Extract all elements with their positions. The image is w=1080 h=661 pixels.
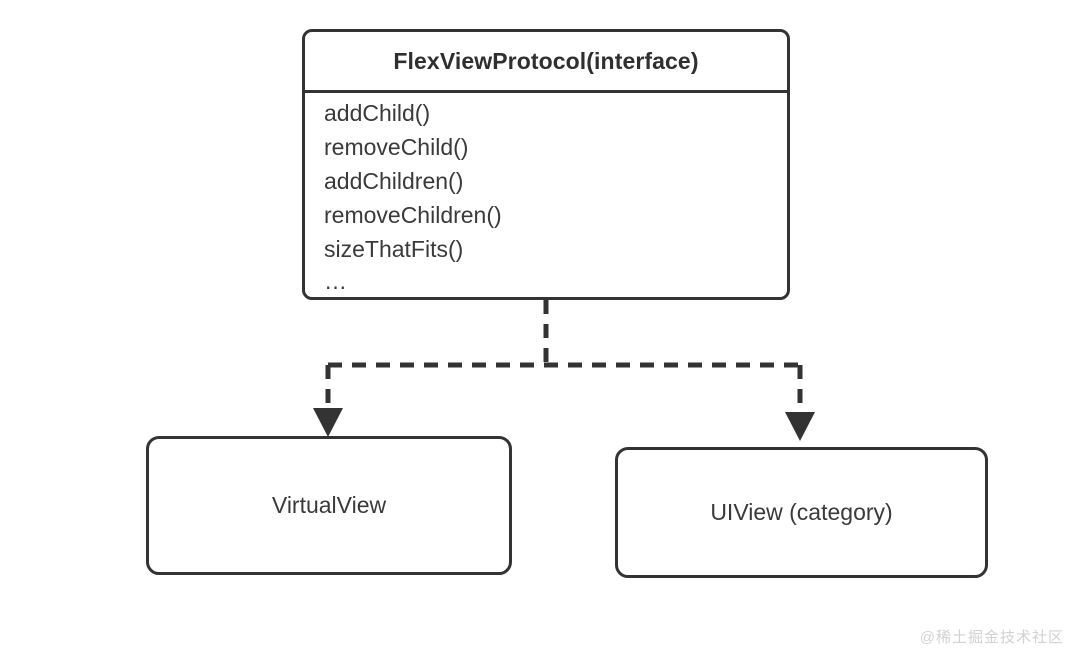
watermark: @稀土掘金技术社区 — [919, 629, 1064, 646]
method-item: removeChild() — [324, 134, 469, 160]
arrowhead-left-icon — [313, 408, 343, 437]
method-item: addChildren() — [324, 168, 464, 194]
implementation-label: VirtualView — [271, 492, 387, 518]
implementation-box-uiview: UIView (category) — [615, 447, 988, 578]
interface-divider — [305, 90, 787, 93]
method-item: removeChildren() — [324, 202, 502, 228]
method-item: addChild() — [324, 100, 431, 126]
method-item: sizeThatFits() — [324, 236, 464, 262]
interface-title: FlexViewProtocol(interface) — [393, 48, 699, 74]
arrowhead-right-icon — [785, 412, 815, 441]
implementation-box-virtualview: VirtualView — [146, 436, 512, 575]
interface-method-list: addChild() removeChild() addChildren() r… — [324, 96, 777, 296]
method-list-ellipsis: … — [324, 268, 348, 294]
implementation-label: UIView (category) — [710, 499, 893, 525]
interface-class-box: FlexViewProtocol(interface) addChild() r… — [302, 29, 790, 300]
